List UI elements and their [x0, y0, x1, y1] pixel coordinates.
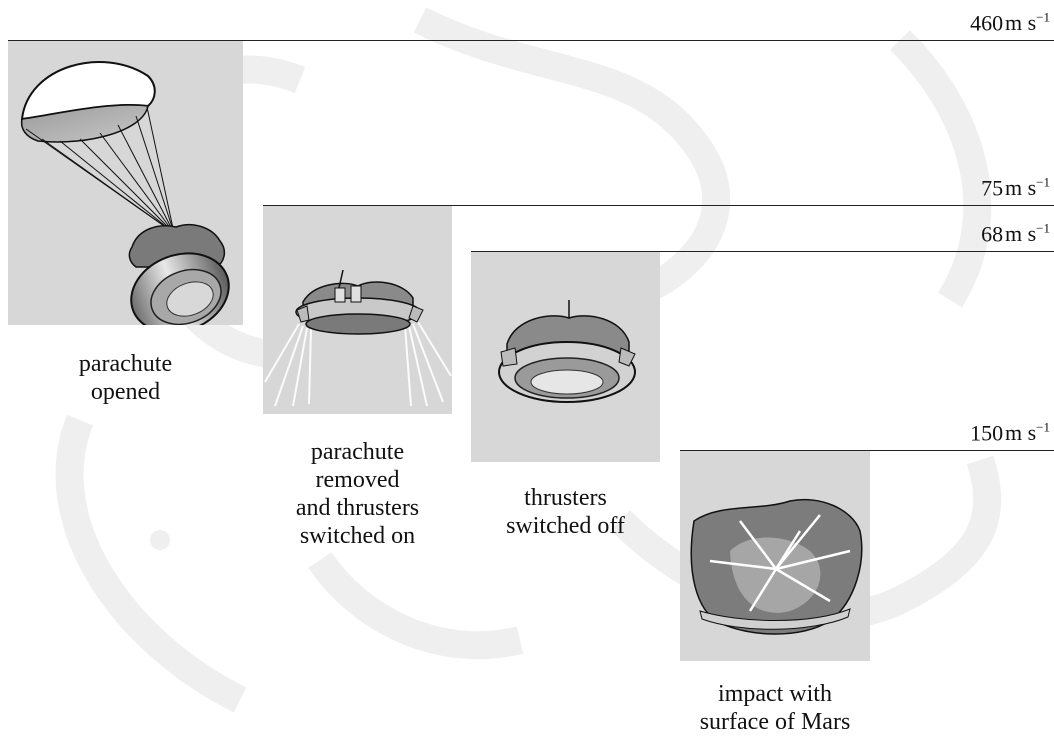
speed-label-68: 68 m s−1	[981, 221, 1050, 247]
stage-caption-thrusters-off: thrusters switched off	[471, 484, 660, 540]
stage-caption-parachute-opened: parachute opened	[8, 350, 243, 406]
speed-label-75: 75 m s−1	[981, 175, 1050, 201]
speed-value: 150	[970, 420, 1004, 446]
speed-exponent: −1	[1036, 420, 1050, 435]
lander-thrusters-on-illustration	[264, 269, 452, 407]
speed-unit: m s	[1004, 221, 1037, 247]
lander-thrusters-off-illustration	[498, 300, 636, 403]
caption-line: opened	[90, 379, 161, 405]
caption-line: impact with	[718, 681, 832, 707]
level-line-150	[680, 450, 1054, 451]
stage-thrusters-off-panel	[471, 252, 660, 462]
speed-label-150: 150 m s−1	[970, 420, 1050, 446]
caption-line: switched off	[506, 513, 625, 539]
speed-unit: m s	[1004, 10, 1037, 36]
stage-caption-impact: impact with surface of Mars	[660, 680, 890, 736]
speed-unit: m s	[1004, 175, 1037, 201]
impact-illustration	[690, 498, 863, 635]
caption-line: parachute	[310, 439, 405, 465]
speed-value: 460	[970, 10, 1004, 36]
speed-exponent: −1	[1036, 10, 1050, 25]
speed-unit: m s	[1004, 420, 1037, 446]
caption-line: removed	[315, 467, 400, 493]
speed-exponent: −1	[1036, 175, 1050, 190]
level-line-75	[263, 205, 1054, 206]
speed-label-460: 460 m s−1	[970, 10, 1050, 36]
caption-line: parachute	[78, 351, 173, 377]
caption-line: switched on	[299, 523, 416, 549]
parachute-capsule-illustration	[20, 61, 230, 325]
level-line-68	[471, 251, 1054, 252]
stage-impact-panel	[680, 451, 870, 661]
speed-exponent: −1	[1036, 221, 1050, 236]
caption-line: surface of Mars	[699, 709, 851, 735]
speed-value: 68	[981, 221, 1004, 247]
level-line-460	[8, 40, 1054, 41]
stage-thrusters-on-panel	[263, 206, 452, 414]
stage-caption-thrusters-on: parachute removed and thrusters switched…	[263, 438, 452, 550]
caption-line: and thrusters	[295, 495, 420, 521]
caption-line: thrusters	[524, 485, 607, 511]
speed-value: 75	[981, 175, 1004, 201]
stage-parachute-opened-panel	[8, 41, 243, 325]
